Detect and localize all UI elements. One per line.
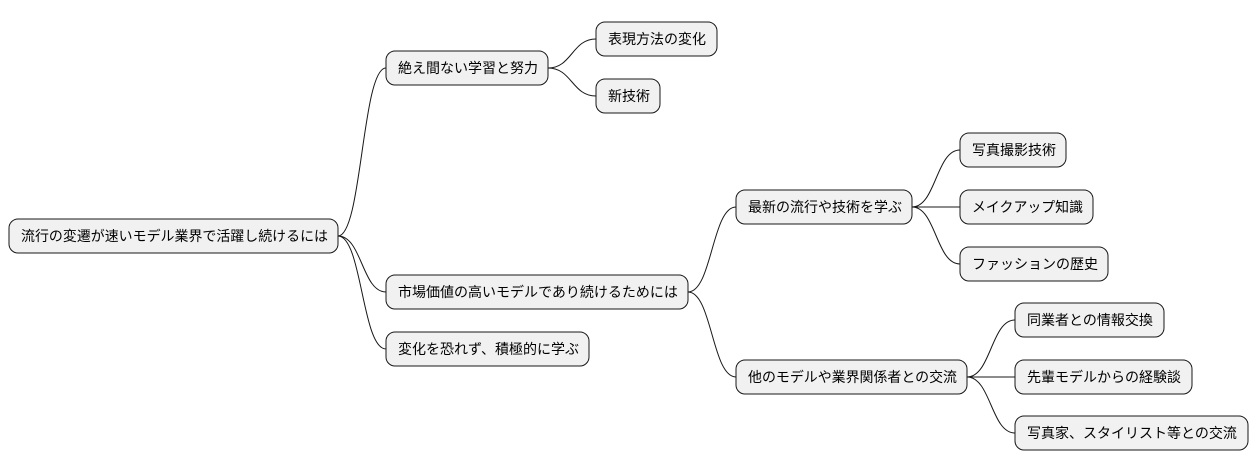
edge-trends-fashion bbox=[911, 206, 961, 265]
node-expression: 表現方法の変化 bbox=[595, 21, 718, 57]
edge-network-peers bbox=[966, 319, 1016, 378]
node-change-label: 変化を恐れず、積極的に学ぶ bbox=[398, 341, 579, 358]
edge-learning-expression bbox=[547, 38, 597, 69]
node-network: 他のモデルや業界関係者との交流 bbox=[735, 359, 968, 395]
node-newtech: 新技術 bbox=[595, 78, 661, 114]
node-trends: 最新の流行や技術を学ぶ bbox=[735, 189, 913, 225]
node-photo-label: 写真撮影技術 bbox=[972, 142, 1056, 159]
node-fashion: ファッションの歴史 bbox=[959, 246, 1109, 282]
node-change: 変化を恐れず、積極的に学ぶ bbox=[385, 331, 590, 367]
edge-learning-newtech bbox=[547, 67, 597, 97]
node-learning-label: 絶え間ない学習と努力 bbox=[398, 61, 538, 77]
edge-root-learning bbox=[337, 67, 387, 237]
node-learning: 絶え間ない学習と努力 bbox=[385, 50, 549, 86]
node-network-label: 他のモデルや業界関係者との交流 bbox=[748, 369, 957, 386]
edge-market-network bbox=[687, 291, 737, 378]
node-market: 市場価値の高いモデルであり続けるためには bbox=[385, 274, 689, 310]
edge-root-market bbox=[337, 235, 387, 293]
edge-trends-photo bbox=[911, 149, 961, 208]
node-peers-label: 同業者との情報交換 bbox=[1027, 312, 1153, 329]
node-fashion-label: ファッションの歴史 bbox=[972, 257, 1098, 273]
node-root-label: 流行の変遷が速いモデル業界で活躍し続けるには bbox=[21, 228, 328, 245]
node-root: 流行の変遷が速いモデル業界で活躍し続けるには bbox=[8, 218, 339, 254]
node-trends-label: 最新の流行や技術を学ぶ bbox=[748, 200, 902, 216]
edge-market-trends bbox=[687, 206, 737, 293]
node-seniors: 先輩モデルからの経験談 bbox=[1014, 359, 1193, 395]
node-market-label: 市場価値の高いモデルであり続けるためには bbox=[398, 284, 678, 301]
node-peers: 同業者との情報交換 bbox=[1014, 302, 1165, 338]
node-makeup: メイクアップ知識 bbox=[959, 189, 1094, 225]
node-makeup-label: メイクアップ知識 bbox=[972, 199, 1083, 216]
node-seniors-label: 先輩モデルからの経験談 bbox=[1027, 369, 1181, 386]
edge-root-change bbox=[337, 235, 387, 350]
node-photo: 写真撮影技術 bbox=[959, 132, 1067, 168]
edge-network-stylists bbox=[966, 376, 1016, 434]
node-newtech-label: 新技術 bbox=[608, 89, 650, 105]
node-expression-label: 表現方法の変化 bbox=[608, 31, 706, 48]
edges bbox=[337, 38, 1016, 434]
node-stylists-label: 写真家、スタイリスト等との交流 bbox=[1027, 425, 1237, 442]
node-stylists: 写真家、スタイリスト等との交流 bbox=[1014, 415, 1249, 451]
